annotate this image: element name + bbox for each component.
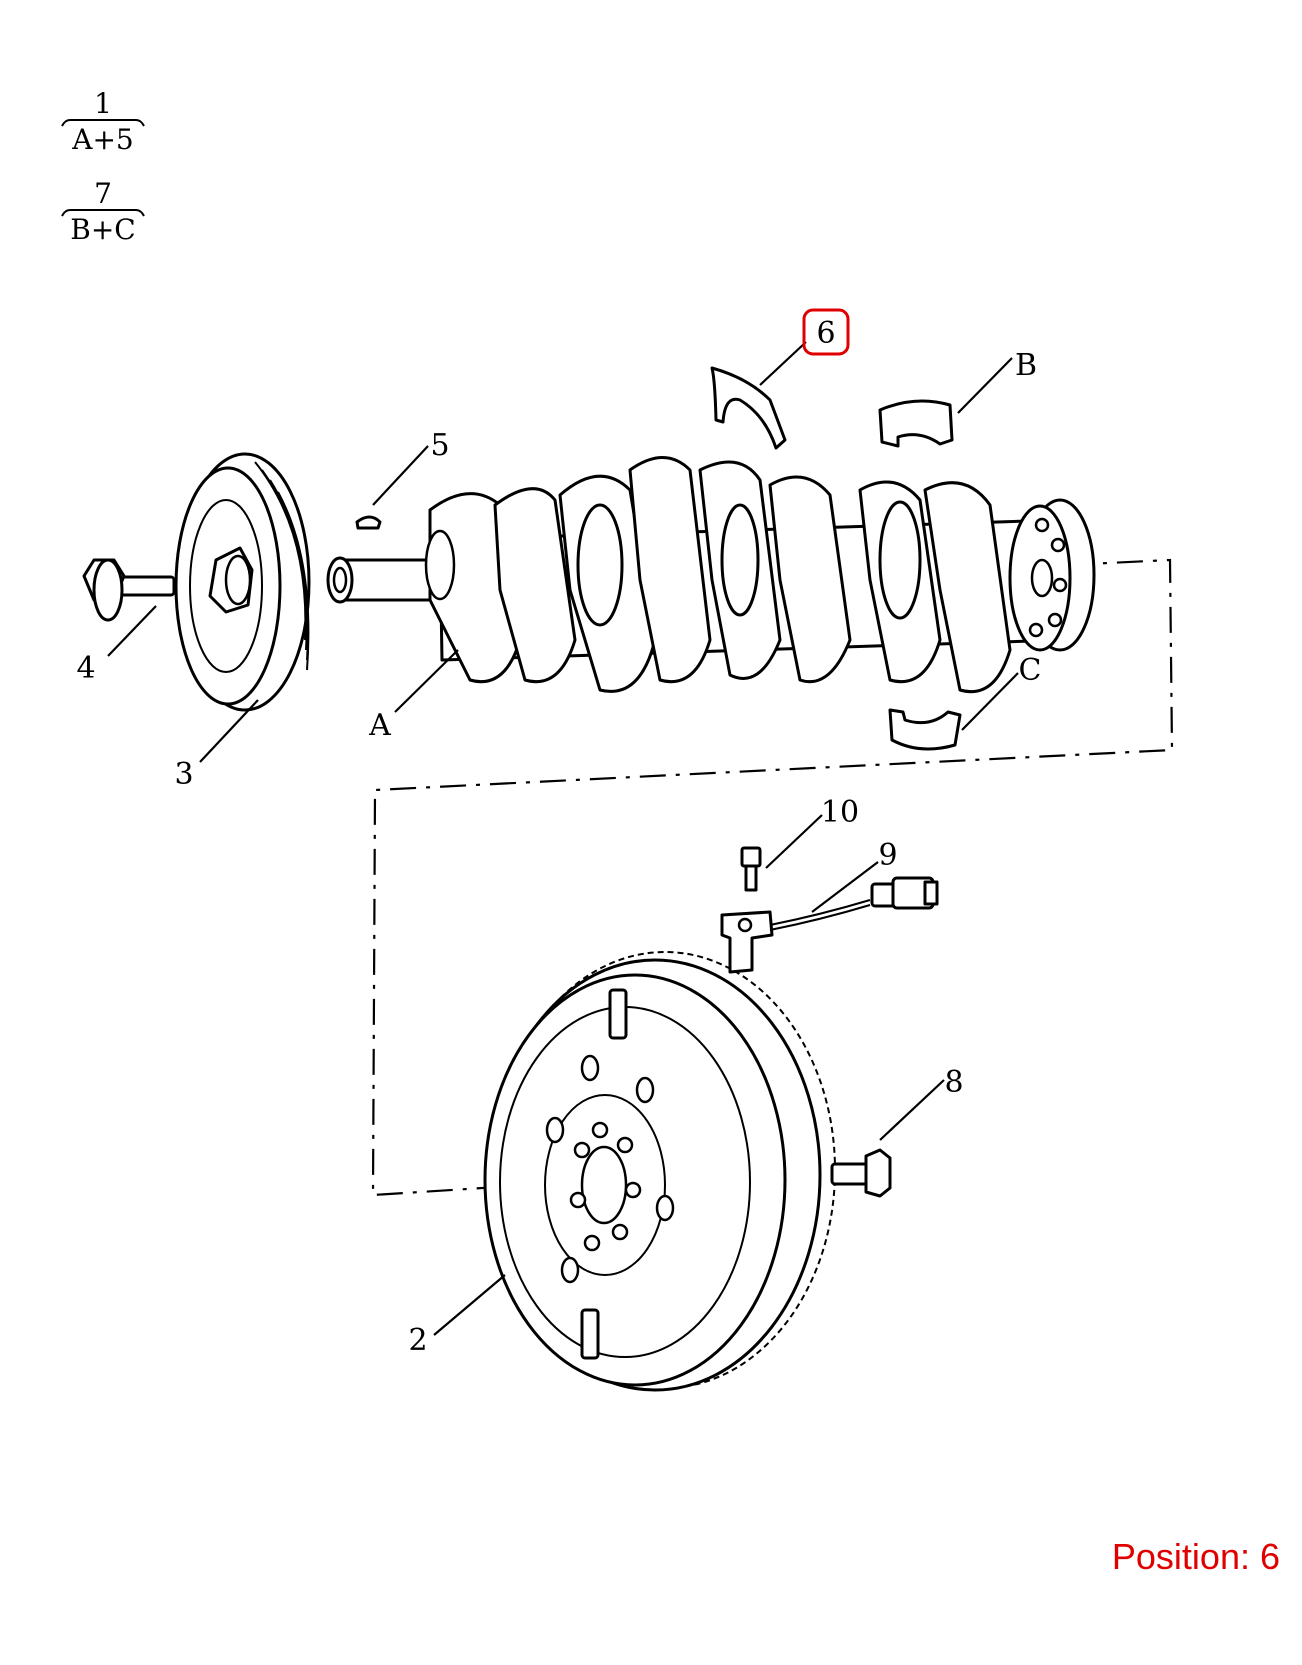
pulley-bolt[interactable] — [82, 558, 176, 622]
leader-2 — [433, 1274, 506, 1336]
leader-C — [961, 672, 1019, 731]
callout-9[interactable]: 9 — [878, 838, 897, 873]
callout-8[interactable]: 8 — [944, 1065, 963, 1100]
callout-A[interactable]: A — [368, 708, 391, 743]
legend-fraction-7: 7 B+C — [61, 177, 145, 246]
callout-2[interactable]: 2 — [408, 1323, 427, 1358]
leader-B — [957, 357, 1013, 414]
leader-6 — [759, 341, 807, 386]
crankshaft[interactable] — [326, 456, 1096, 693]
legend-denominator: A+5 — [71, 123, 134, 156]
leader-5 — [372, 445, 429, 506]
sensor-bolt[interactable] — [740, 846, 762, 892]
woodruff-key[interactable] — [355, 515, 382, 530]
leader-4 — [107, 605, 157, 657]
leader-A — [394, 649, 459, 713]
flywheel-bolt[interactable] — [830, 1148, 892, 1198]
upper-bearing-shell[interactable] — [878, 399, 954, 448]
callout-6[interactable]: 6 — [816, 316, 835, 351]
legend-bar — [61, 209, 145, 217]
lower-bearing-shell[interactable] — [888, 708, 962, 751]
callout-5[interactable]: 5 — [430, 428, 449, 463]
crankshaft-pulley[interactable] — [174, 452, 311, 712]
leader-9 — [811, 861, 879, 913]
legend-numerator: 1 — [94, 87, 112, 120]
leader-3 — [199, 699, 259, 763]
thrust-washer[interactable] — [710, 366, 787, 450]
callout-B[interactable]: B — [1015, 348, 1037, 383]
flywheel[interactable] — [483, 951, 836, 1392]
callout-10[interactable]: 10 — [821, 795, 859, 830]
legend-fraction-1: 1 A+5 — [61, 87, 145, 156]
crankshaft-position-sensor[interactable] — [720, 876, 939, 974]
callout-C[interactable]: C — [1019, 653, 1042, 688]
position-label: Position: 6 — [1111, 1536, 1280, 1577]
callout-3[interactable]: 3 — [174, 757, 193, 792]
legend-denominator: B+C — [70, 213, 135, 246]
leader-8 — [879, 1079, 945, 1141]
legend-numerator: 7 — [94, 177, 112, 210]
leader-10 — [765, 814, 823, 869]
callout-4[interactable]: 4 — [76, 651, 95, 686]
callout-6-highlight — [802, 308, 850, 356]
legend-bar — [61, 119, 145, 127]
assembly-line — [371, 558, 1174, 1197]
